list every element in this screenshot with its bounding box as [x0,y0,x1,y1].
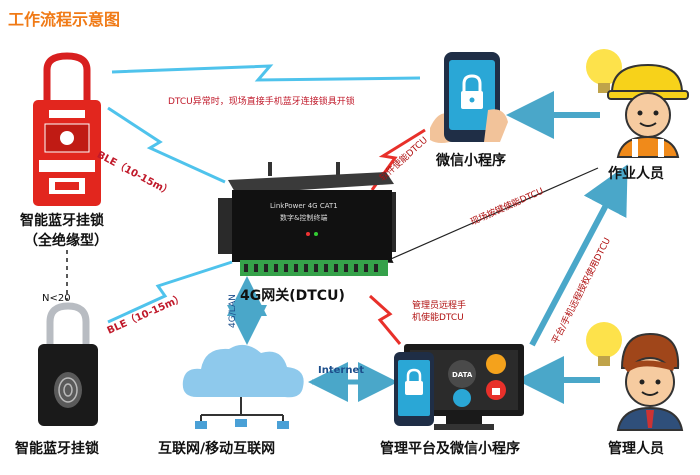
manager-avatar-icon [586,322,684,431]
wireless-link-ble-bottom [107,260,233,324]
internet-label: 互联网/移动互联网 [158,441,276,457]
page-title: 工作流程示意图 [8,10,121,29]
arrow-platform-to-worker [529,164,628,347]
worker-label: 作业人员 [608,166,664,182]
padlock-insulated-icon [33,52,101,206]
platform-label: 管理平台及微信小程序 [380,441,520,457]
cloud-network-icon [182,344,304,429]
gateway-sub: 数字&控制终端 [280,213,327,222]
padlock-fingerprint-icon [38,302,98,426]
arrow-onsite-key [382,167,599,264]
wireless-link-ble-top [107,106,226,184]
internet-link-label: Internet [318,365,365,376]
dtcu-fail-label: DTCU异常时，现场直接手机蓝牙连接锁具开锁 [168,97,355,107]
wechat-mini-label: 微信小程序 [436,153,506,169]
lock-count-label: N<20 [42,293,71,304]
remote-manager-label-1: 管理员远程手 [412,301,467,311]
wireless-link-lock-phone [111,64,421,82]
smartphone-icon [430,52,508,143]
gateway-device-icon: LinkPower 4G CAT1 数字&控制终端 [218,162,396,276]
remote-manager-label-2: 机使能DTCU [412,313,464,323]
gateway-label: 4G网关(DTCU) [240,288,345,304]
gateway-brand: LinkPower 4G CAT1 [270,202,338,210]
bt-lock-top-label-1: 智能蓝牙挂锁 [20,213,104,229]
bt-lock-bottom-label: 智能蓝牙挂锁 [15,441,99,457]
lan-label: 4G/LAN [228,294,238,328]
manager-label: 管理人员 [608,441,664,457]
data-badge: DATA [452,371,473,379]
platform-monitor-icon: DATA [394,344,524,430]
bt-lock-top-label-2: （全绝缘型） [24,233,108,249]
signal-remote-enable [368,294,402,345]
worker-avatar-icon [586,49,689,158]
